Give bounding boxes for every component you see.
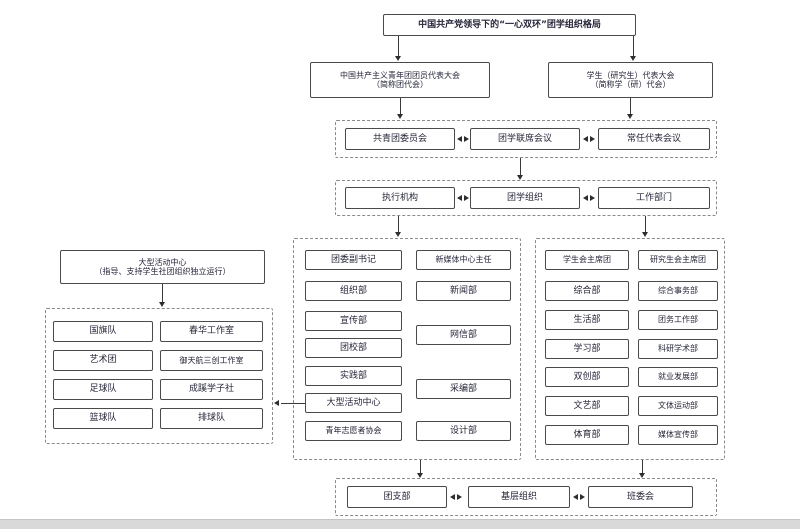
student-congress-box: 学生（研究生）代表大会 （简称学（研）代会） — [548, 62, 713, 98]
arrow-down-icon — [417, 473, 423, 478]
league-affairs-dept-box: 团务工作部 — [638, 310, 718, 330]
news-dept-box: 新闻部 — [416, 281, 511, 301]
flag-team-box: 国旗队 — [53, 321, 153, 342]
committee-deputy-secretary-box: 团委副书记 — [305, 250, 402, 270]
basketball-team-box: 篮球队 — [53, 408, 153, 429]
student-congress-line2: （简称学（研）代会） — [590, 80, 671, 89]
band-a-group — [335, 120, 717, 158]
scholars-society-box: 成蹊学子社 — [160, 379, 263, 400]
connector-banda-to-bandb — [520, 158, 521, 176]
arrow-down-icon — [395, 232, 401, 237]
arrow-down-icon — [397, 114, 403, 119]
activity-center-line2: （指导、支持学生社团组织独立运行） — [94, 267, 231, 276]
league-congress-line1: 中国共产主义青年团团员代表大会 — [340, 70, 460, 80]
sports-dept-box: 体育部 — [545, 425, 629, 445]
arrow-down-icon — [630, 56, 636, 61]
arrow-left-icon — [457, 195, 462, 201]
arrow-down-icon — [642, 232, 648, 237]
grad-union-presidium-box: 研究生会主席团 — [638, 250, 718, 270]
work-department-box: 工作部门 — [598, 187, 710, 209]
connector-league-to-banda — [400, 98, 401, 114]
league-congress-box: 中国共产主义青年团团员代表大会 （简称团代会） — [310, 62, 490, 98]
life-dept-box: 生活部 — [545, 310, 629, 330]
general-affairs-dept-box: 综合事务部 — [638, 281, 718, 301]
research-academic-dept-box: 科研学术部 — [638, 339, 718, 359]
arrow-right-icon — [590, 195, 595, 201]
editing-dept-box: 采编部 — [416, 379, 511, 399]
clubs-group — [45, 308, 273, 444]
career-dept-box: 就业发展部 — [638, 367, 718, 387]
executive-organ-box: 执行机构 — [345, 187, 455, 209]
connector-student-to-banda — [630, 98, 631, 114]
league-committee-box: 共青团委员会 — [345, 128, 455, 150]
connector-middle-to-bottom — [420, 460, 421, 474]
grassroots-org-box: 基层组织 — [468, 486, 570, 508]
youth-volunteer-assoc-box: 青年志愿者协会 — [305, 421, 402, 441]
sanchuang-studio-box: 御天航三创工作室 — [160, 350, 263, 371]
connector-top-to-student — [633, 36, 634, 56]
design-dept-box: 设计部 — [416, 421, 511, 441]
connector-right-to-bottom — [642, 460, 643, 474]
league-congress-line2: （简称团代会） — [372, 80, 428, 89]
arrow-down-icon — [517, 175, 523, 180]
league-branch-box: 团支部 — [347, 486, 447, 508]
league-organization-box: 团学组织 — [470, 187, 580, 209]
activity-center-line1: 大型活动中心 — [138, 257, 187, 267]
arts-dept-box: 文艺部 — [545, 396, 629, 416]
arrow-left-icon — [583, 195, 588, 201]
arrow-right-icon — [464, 195, 469, 201]
arrow-down-icon — [395, 56, 401, 61]
studio-box: 春华工作室 — [160, 321, 263, 342]
student-union-presidium-box: 学生会主席团 — [545, 250, 629, 270]
activity-center-note-box: 大型活动中心 （指导、支持学生社团组织独立运行） — [60, 250, 265, 284]
study-dept-box: 学习部 — [545, 339, 629, 359]
connector-bandb-to-right — [645, 216, 646, 233]
network-dept-box: 网信部 — [416, 325, 511, 345]
connector-activitycenter-to-clubs — [281, 403, 305, 404]
arrow-down-icon — [627, 114, 633, 119]
innovation-dept-box: 双创部 — [545, 367, 629, 387]
connector-top-to-league — [398, 36, 399, 56]
publicity-dept-box: 宣传部 — [305, 311, 402, 331]
volleyball-team-box: 排球队 — [160, 408, 263, 429]
football-team-box: 足球队 — [53, 379, 153, 400]
newmedia-director-box: 新媒体中心主任 — [416, 250, 511, 270]
band-b-group — [335, 180, 717, 216]
connector-note-to-clubs — [162, 284, 163, 303]
student-congress-line1: 学生（研究生）代表大会 — [586, 70, 675, 80]
grassroots-group — [335, 478, 717, 516]
arrow-left-icon — [573, 494, 578, 500]
art-troupe-box: 艺术团 — [53, 350, 153, 371]
committee-depts-group — [293, 238, 521, 460]
practice-dept-box: 实践部 — [305, 366, 402, 386]
arrow-left-icon — [274, 400, 279, 406]
arrow-right-icon — [464, 136, 469, 142]
organization-dept-box: 组织部 — [305, 281, 402, 301]
top-title-box: 中国共产党领导下的“一心双环”团学组织格局 — [383, 14, 636, 36]
standing-rep-meeting-box: 常任代表会议 — [598, 128, 710, 150]
arrow-right-icon — [457, 494, 462, 500]
arrow-left-icon — [457, 136, 462, 142]
arrow-down-icon — [159, 302, 165, 307]
unions-group — [535, 238, 725, 460]
culture-sports-dept-box: 文体运动部 — [638, 396, 718, 416]
general-dept-box: 综合部 — [545, 281, 629, 301]
league-school-dept-box: 团校部 — [305, 338, 402, 358]
arrow-right-icon — [580, 494, 585, 500]
footer-strip — [0, 519, 800, 529]
arrow-down-icon — [639, 473, 645, 478]
activity-center-box: 大型活动中心 — [305, 393, 402, 413]
arrow-left-icon — [450, 494, 455, 500]
class-committee-box: 班委会 — [588, 486, 693, 508]
arrow-left-icon — [583, 136, 588, 142]
connector-bandb-to-middle — [398, 216, 399, 233]
media-publicity-dept-box: 媒体宣传部 — [638, 425, 718, 445]
arrow-right-icon — [590, 136, 595, 142]
joint-meeting-box: 团学联席会议 — [470, 128, 580, 150]
